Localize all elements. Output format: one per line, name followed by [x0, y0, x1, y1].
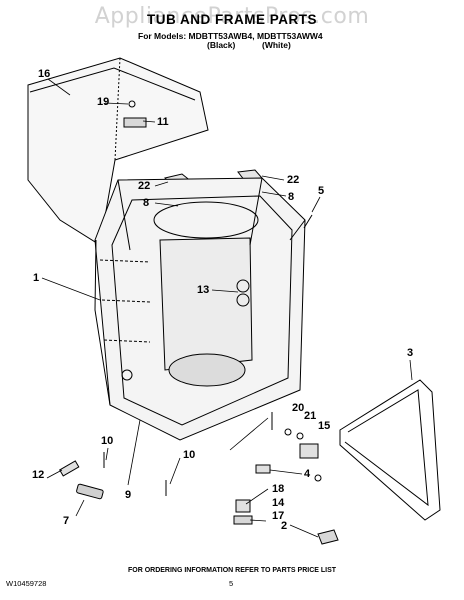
callout-22-right: 22 [287, 174, 300, 186]
callout-9: 9 [125, 489, 132, 501]
screw-20 [284, 428, 292, 436]
bracket-part-15 [299, 443, 319, 459]
white-label: (White) [262, 40, 291, 50]
screw-14 [314, 474, 322, 482]
callout-3: 3 [407, 347, 414, 359]
callout-21: 21 [304, 410, 317, 422]
callout-14: 14 [272, 497, 285, 509]
bracket-part-17 [233, 515, 253, 525]
bracket-part-2 [317, 529, 339, 545]
models-line: For Models: MDBTT53AWB4, MDBTT53AWW4 [138, 31, 323, 41]
callout-10-right: 10 [183, 449, 196, 461]
leveling-leg-18 [235, 499, 251, 513]
vent-part [76, 483, 104, 500]
callout-5: 5 [318, 185, 325, 197]
tub-assembly [94, 177, 306, 441]
page-number: 5 [229, 579, 234, 588]
page-title: TUB AND FRAME PARTS [147, 12, 317, 27]
callout-1: 1 [33, 272, 40, 284]
screw-5 [303, 214, 313, 229]
insulation-panel [27, 57, 209, 246]
door-gasket [339, 379, 441, 521]
callout-4: 4 [304, 468, 311, 480]
clip-part-4 [255, 464, 271, 474]
black-label: (Black) [207, 40, 236, 50]
spring-part [59, 460, 80, 477]
callout-12: 12 [32, 469, 45, 481]
legs [103, 412, 273, 496]
callout-8-right: 8 [288, 191, 295, 203]
document-number: W10459728 [6, 579, 47, 588]
ordering-note: FOR ORDERING INFORMATION REFER TO PARTS … [127, 567, 337, 574]
screw-21 [296, 432, 304, 440]
callout-16: 16 [38, 68, 51, 80]
callout-19: 19 [97, 96, 110, 108]
watermark: AppliancePartsPros.com [94, 4, 370, 29]
callout-11: 11 [157, 116, 169, 128]
callout-10-left: 10 [101, 435, 114, 447]
leader-lines [41, 78, 413, 538]
callout-13: 13 [197, 284, 210, 296]
door-gasket-inner [344, 389, 429, 507]
top-screw [128, 100, 136, 108]
callout-20: 20 [292, 402, 305, 414]
callout-22-left: 22 [138, 180, 151, 192]
callout-17: 17 [272, 510, 285, 522]
callout-15: 15 [318, 420, 331, 432]
top-clip [123, 117, 147, 128]
callout-18: 18 [272, 483, 285, 495]
callout-2: 2 [281, 520, 288, 532]
callout-8-left: 8 [143, 197, 150, 209]
callout-7: 7 [63, 515, 70, 527]
